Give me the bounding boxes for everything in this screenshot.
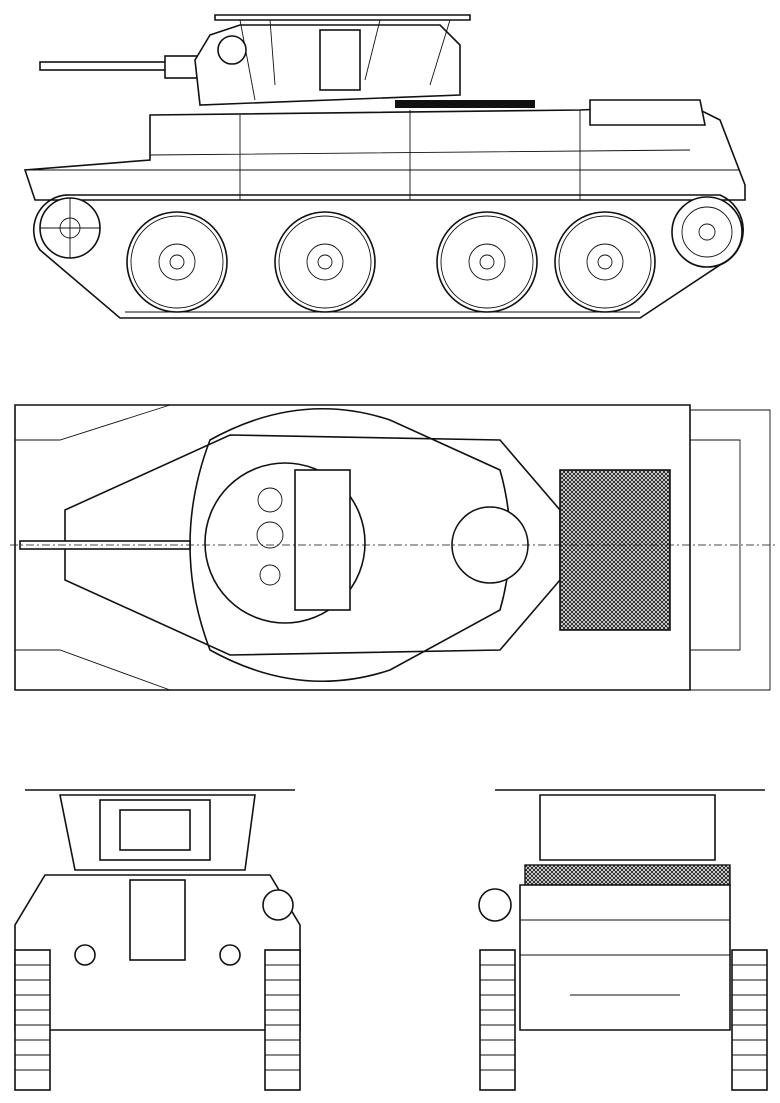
left-track — [14, 949, 51, 1091]
top-view — [10, 404, 775, 691]
sprocket-wheel — [671, 196, 743, 268]
turret — [194, 14, 471, 106]
right-track — [264, 949, 301, 1091]
right-track — [731, 949, 768, 1091]
headlight — [219, 944, 241, 966]
side-view — [23, 14, 746, 319]
gun-barrel — [39, 55, 211, 79]
handrail — [189, 407, 511, 683]
hull-rear — [519, 884, 731, 1031]
road-wheels — [126, 211, 656, 313]
road-wheel — [126, 211, 228, 313]
road-wheel — [554, 211, 656, 313]
idler-wheel — [39, 197, 101, 259]
rear-view — [478, 789, 768, 1091]
turret — [539, 794, 716, 861]
hatch — [294, 469, 351, 611]
rear-grille — [524, 864, 731, 886]
road-wheel — [436, 211, 538, 313]
headlight — [74, 944, 96, 966]
engine-grille — [559, 469, 671, 631]
road-wheel — [274, 211, 376, 313]
hull — [23, 99, 746, 201]
front-view — [14, 789, 301, 1091]
left-track — [479, 949, 516, 1091]
